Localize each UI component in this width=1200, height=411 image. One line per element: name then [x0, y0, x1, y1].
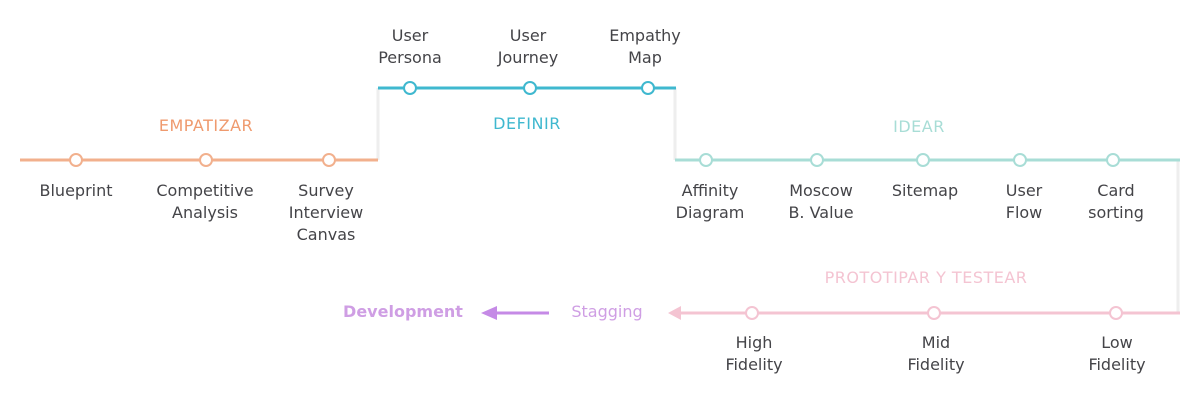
empatizar-node-survey: [322, 153, 336, 167]
label-mid-fidelity: Mid Fidelity: [907, 333, 965, 374]
phase-title-prototipar: PROTOTIPAR Y TESTEAR: [824, 268, 1028, 287]
prototipar-arrowhead: [668, 306, 681, 320]
prototipar-node-mid: [927, 306, 941, 320]
idear-node-sitemap: [916, 153, 930, 167]
label-sitemap: Sitemap: [891, 181, 959, 200]
empatizar-node-competitive: [199, 153, 213, 167]
label-blueprint: Blueprint: [39, 181, 113, 200]
prototipar-node-low: [1109, 306, 1123, 320]
phase-title-idear: IDEAR: [893, 117, 945, 136]
label-low-fidelity: Low Fidelity: [1088, 333, 1146, 374]
idear-node-affinity: [699, 153, 713, 167]
idear-node-userflow: [1013, 153, 1027, 167]
phase-title-definir: DEFINIR: [493, 114, 561, 133]
prototipar-node-high: [745, 306, 759, 320]
label-high-fidelity: High Fidelity: [725, 333, 783, 374]
label-moscow-b-value: Moscow B. Value: [788, 181, 854, 222]
definir-node-persona: [403, 81, 417, 95]
definir-node-empathy: [641, 81, 655, 95]
label-user-persona: User Persona: [378, 26, 442, 67]
phase-title-empatizar: EMPATIZAR: [158, 116, 254, 135]
definir-node-journey: [523, 81, 537, 95]
idear-node-moscow: [810, 153, 824, 167]
label-competitive-analysis: Competitive Analysis: [156, 181, 254, 222]
development-label: Development: [343, 302, 463, 321]
stagging-label: Stagging: [571, 302, 643, 321]
label-user-journey: User Journey: [497, 26, 559, 67]
label-card-sorting: Card sorting: [1088, 181, 1144, 222]
development-arrowhead: [481, 306, 497, 320]
label-user-flow: User Flow: [1005, 181, 1043, 222]
label-empathy-map: Empathy Map: [609, 26, 681, 67]
label-survey-interview-canvas: Survey Interview Canvas: [288, 181, 364, 244]
idear-node-cardsorting: [1106, 153, 1120, 167]
label-affinity-diagram: Affinity Diagram: [675, 181, 745, 222]
empatizar-node-blueprint: [69, 153, 83, 167]
